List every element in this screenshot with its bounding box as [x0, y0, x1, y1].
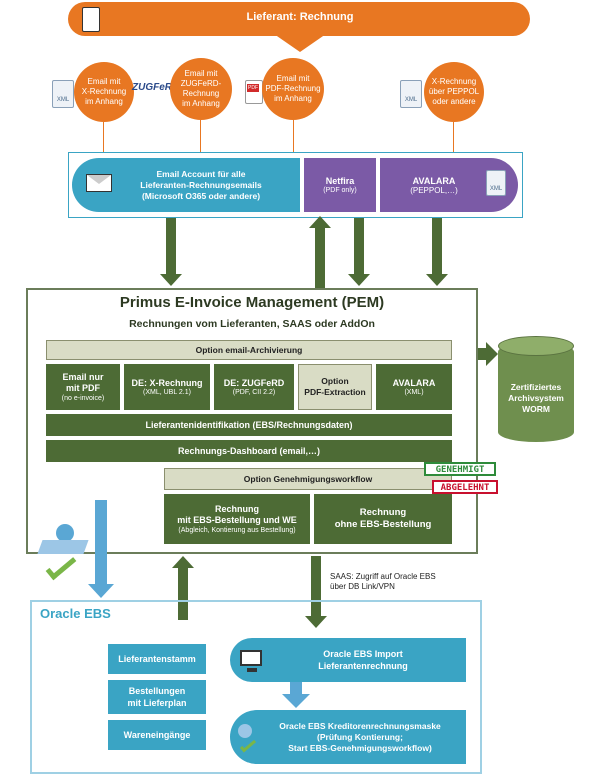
oracle-frame: [30, 600, 482, 774]
type-pdf-extraction: Option PDF-Extraction: [298, 364, 372, 410]
arrow-up: [315, 226, 325, 288]
source-connector-line: [293, 120, 294, 152]
saas-access-note: SAAS: Zugriff auf Oracle EBS über DB Lin…: [330, 572, 436, 591]
invoice-with-po-box: Rechnung mit EBS-Bestellung und WE (Abgl…: [164, 494, 310, 544]
type-pdf-only: Email nur mit PDF (no e-invoice): [46, 364, 120, 410]
supplier-master-box: Lieferantenstamm: [108, 644, 206, 674]
arrow-down-head: [305, 616, 327, 628]
ebs-import-box: Oracle EBS Import Lieferantenrechnung: [230, 638, 466, 682]
pdf-file-icon: PDF: [245, 80, 263, 104]
zugferd-logo-icon: ZUGFeRD: [132, 82, 180, 93]
option-workflow-bar: Option Genehmigungsworkflow: [164, 468, 452, 490]
arrow-down: [354, 218, 364, 276]
computer-monitor-icon: [240, 650, 262, 666]
arrow-down: [432, 218, 442, 276]
archive-cylinder-top: [498, 336, 574, 356]
goods-receipts-box: Wareneingänge: [108, 720, 206, 750]
supplier-identification-bar: Lieferantenidentifikation (EBS/Rechnungs…: [46, 414, 452, 436]
stamp-approved: GENEHMIGT: [424, 462, 496, 476]
source-xrechnung-bubble: Email mit X-Rechnung im Anhang: [74, 62, 134, 122]
stamp-rejected: ABGELEHNT: [432, 480, 498, 494]
source-connector-line: [103, 122, 104, 152]
source-zugferd-bubble: Email mit ZUGFeRD- Rechnung im Anhang: [170, 58, 232, 120]
source-pdf-bubble: Email mit PDF-Rechnung im Anhang: [262, 58, 324, 120]
top-banner: [68, 2, 530, 36]
xml-file-icon: XML: [400, 80, 422, 108]
arrow-down: [311, 556, 321, 618]
checkmark-icon: [45, 551, 77, 581]
type-xrechnung: DE: X-Rechnung (XML, UBL 2.1): [124, 364, 210, 410]
archive-arrow-head: [486, 342, 498, 366]
xml-file-icon: XML: [52, 80, 74, 108]
top-banner-label: Lieferant: Rechnung: [246, 11, 354, 23]
pem-title: Primus E-Invoice Management (PEM): [119, 294, 385, 311]
computer-stand-icon: [247, 668, 257, 672]
arrow-up-head: [172, 556, 194, 568]
user-at-desk-icon: [56, 524, 74, 542]
invoice-dashboard-bar: Rechnungs-Dashboard (email,…): [46, 440, 452, 462]
oracle-title: Oracle EBS: [40, 606, 111, 621]
option-archiving-bar: Option email-Archivierung: [46, 340, 452, 360]
source-peppol-bubble: X-Rechnung über PEPPOL oder andere: [424, 62, 484, 122]
archive-cylinder: [498, 342, 574, 442]
archive-arrow: [478, 348, 488, 360]
netfira-box: Netfira (PDF only): [304, 158, 376, 212]
desk-icon: [37, 540, 89, 554]
orders-box: Bestellungen mit Lieferplan: [108, 680, 206, 714]
pem-subtitle: Rechnungen vom Lieferanten, SAAS oder Ad…: [129, 318, 375, 330]
document-icon: [82, 7, 100, 32]
arrow-down-head: [426, 274, 448, 286]
type-avalara: AVALARA (XML): [376, 364, 452, 410]
top-banner-arrow: [274, 34, 326, 52]
arrow-down-head: [88, 584, 114, 598]
xml-file-icon: XML: [486, 170, 506, 196]
intake-frame: [68, 152, 523, 218]
arrow-up-head: [309, 216, 331, 228]
source-connector-line: [200, 120, 201, 152]
pem-frame: [26, 288, 478, 554]
archive-label: Zertifiziertes Archivsystem WORM: [508, 382, 564, 414]
arrow-down: [166, 218, 176, 276]
envelope-flap: [87, 175, 111, 184]
arrow-down-head: [348, 274, 370, 286]
source-connector-line: [453, 122, 454, 152]
arrow-down: [290, 682, 302, 696]
arrow-down: [95, 500, 107, 586]
user-check-icon: [238, 724, 252, 738]
arrow-down-head: [160, 274, 182, 286]
arrow-down-head: [282, 694, 310, 708]
type-zugferd: DE: ZUGFeRD (PDF, CII 2.2): [214, 364, 294, 410]
arrow-up: [178, 568, 188, 620]
payables-form-box: Oracle EBS Kreditorenrechnungsmaske (Prü…: [230, 710, 466, 764]
invoice-without-po-box: Rechnung ohne EBS-Bestellung: [314, 494, 452, 544]
